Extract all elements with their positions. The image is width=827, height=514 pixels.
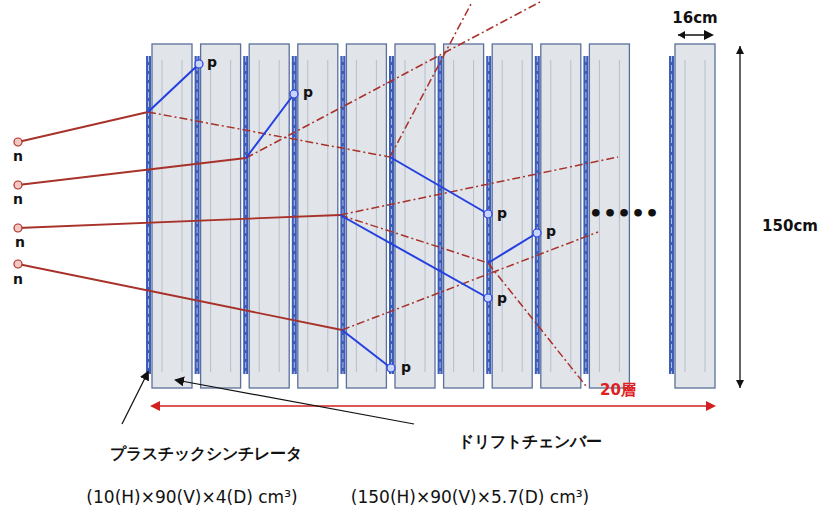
detector-layers xyxy=(146,44,715,388)
particle-label: p xyxy=(497,206,507,221)
dimension-text: (10(H)×90(V)×4(D) cm³) xyxy=(86,488,297,507)
dimension-text: 150cm xyxy=(762,218,818,235)
particle-label: n xyxy=(13,149,23,164)
tracks xyxy=(14,2,618,386)
particle-label: n xyxy=(13,272,23,287)
dimension-text: (150(H)×90(V)×5.7(D) cm³) xyxy=(351,488,589,507)
particle-label: p xyxy=(497,291,507,306)
particle-label: p xyxy=(207,55,217,70)
dimension-text: 16cm xyxy=(672,10,717,27)
particle-label: p xyxy=(401,360,411,375)
part-name: プラスチックシンチレータ xyxy=(110,445,302,463)
particle-label: p xyxy=(546,224,556,239)
layer-count: 20層 xyxy=(600,382,636,399)
part-name: ドリフトチェンバー xyxy=(458,433,602,451)
particle-label: n xyxy=(15,235,25,250)
particle-label: n xyxy=(13,192,23,207)
particle-label: p xyxy=(303,85,313,100)
ellipsis-mark: ••••• xyxy=(589,202,659,226)
dimension-lines xyxy=(122,31,744,424)
